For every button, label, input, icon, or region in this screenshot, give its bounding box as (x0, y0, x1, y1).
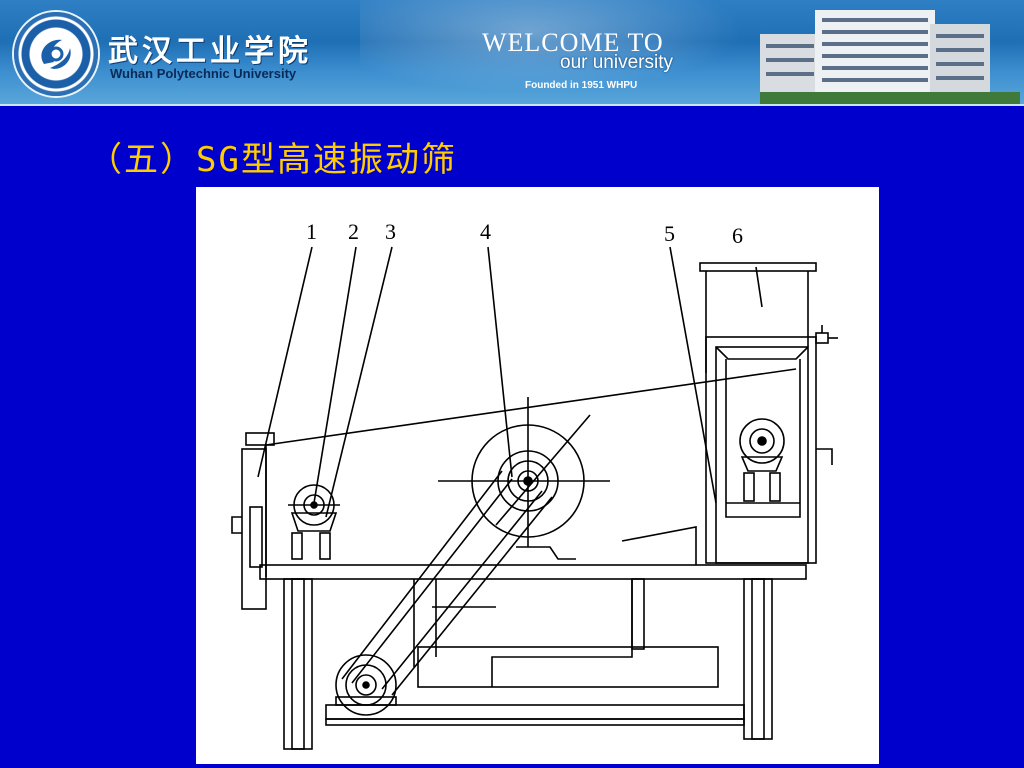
diagram-label-1: 1 (306, 219, 317, 244)
diagram-label-6: 6 (732, 223, 743, 248)
campus-building-icon (760, 10, 1020, 104)
welcome-text: WELCOME TO (482, 28, 664, 57)
university-logo-icon (14, 12, 98, 96)
school-name-cn: 武汉工业学院 (108, 34, 312, 69)
school-name-en: Wuhan Polytechnic University (110, 66, 297, 81)
diagram-label-4: 4 (480, 219, 491, 244)
diagram-label-2: 2 (348, 219, 359, 244)
header-banner: 武汉工业学院 Wuhan Polytechnic University WELC… (0, 0, 1024, 106)
vibrating-screen-diagram: 1 2 3 4 5 6 (196, 187, 879, 764)
banner-sky (360, 0, 780, 104)
our-university-text: our university (560, 52, 673, 73)
diagram-label-5: 5 (664, 221, 675, 246)
slide-title: （五）SG型高速振动筛 (88, 140, 457, 180)
founded-text: Founded in 1951 WHPU (525, 80, 638, 91)
diagram-label-3: 3 (385, 219, 396, 244)
